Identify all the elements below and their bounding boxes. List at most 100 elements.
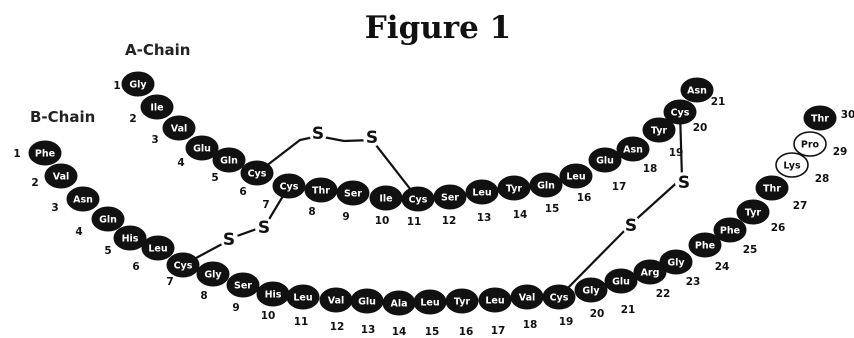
residue-name: Gly [667, 258, 685, 269]
residue-name: Phe [35, 149, 55, 160]
residue-name: Val [519, 293, 536, 304]
residue-bead [542, 284, 576, 310]
residue-number: 17 [491, 325, 506, 337]
residue-name: Val [328, 296, 345, 307]
residue-name: Gln [99, 215, 117, 226]
residue-bead [196, 261, 230, 287]
residue-name: Ser [441, 193, 459, 204]
residue-name: Ser [344, 189, 362, 200]
residue-number: 19 [669, 147, 684, 159]
residue-bead [162, 115, 196, 141]
residue-name: Arg [641, 268, 660, 279]
residue-bead [445, 288, 479, 314]
residue-name: Phe [720, 226, 740, 237]
residue-name: Val [53, 172, 70, 183]
residue-number: 16 [459, 326, 474, 338]
residue-name: Cys [671, 108, 690, 119]
residue-name: His [122, 234, 139, 245]
residue-name: Gly [582, 286, 600, 297]
residue-name: Leu [566, 172, 585, 183]
residue-name: Thr [811, 114, 829, 125]
residue-number: 11 [407, 216, 422, 228]
b-chain-label: B-Chain [30, 108, 95, 126]
b-residue-9: Ser 9 [226, 272, 260, 314]
residue-number: 12 [442, 215, 457, 227]
bond-line [182, 185, 290, 266]
residue-name: Asn [73, 195, 93, 206]
residue-number: 14 [392, 326, 407, 338]
residue-bead [604, 268, 638, 294]
a-residue-8: Thr 8 [304, 177, 338, 218]
a-residue-12: Ser 12 [433, 184, 467, 227]
residue-name: Asn [687, 86, 707, 97]
residue-number: 15 [545, 203, 560, 215]
residue-number: 2 [31, 177, 38, 189]
residue-name: Ser [234, 281, 252, 292]
residue-number: 29 [833, 146, 848, 158]
residue-bead [44, 163, 78, 189]
a-chain-label: A-Chain [125, 41, 190, 59]
residue-bead [66, 186, 100, 212]
residue-name: Glu [193, 144, 211, 155]
residue-number: 4 [177, 157, 184, 169]
residue-number: 17 [612, 181, 627, 193]
residue-name: Cys [248, 169, 267, 180]
residue-bead [775, 152, 809, 178]
residue-name: Tyr [454, 297, 471, 308]
residue-bead [212, 147, 246, 173]
residue-bead [113, 225, 147, 251]
residue-number: 21 [711, 96, 726, 108]
sulfur-atom: S [258, 218, 270, 238]
residue-name: Tyr [506, 184, 523, 195]
residue-number: 18 [523, 319, 538, 331]
residue-name: Leu [472, 188, 491, 199]
residue-number: 25 [743, 244, 758, 256]
sulfur-backdrop [675, 172, 693, 192]
residue-bead [793, 131, 827, 157]
b-residue-17: Leu 17 [478, 287, 512, 337]
residue-number: 30 [841, 109, 854, 121]
sulfur-atom: S [312, 124, 324, 144]
a-residue-14: Tyr 14 [497, 175, 531, 221]
residue-name: Ile [150, 103, 163, 114]
residue-number: 24 [715, 261, 730, 273]
residue-number: 14 [513, 209, 528, 221]
a-residue-4: Glu 4 [177, 135, 219, 169]
residue-name: Thr [312, 186, 330, 197]
b-residue-30: Thr 30 [803, 105, 854, 131]
figure-title: Figure 1 [365, 10, 511, 46]
residue-bead [140, 94, 174, 120]
residue-bead [755, 175, 789, 201]
residue-name: Gly [204, 270, 222, 281]
residue-number: 8 [308, 206, 315, 218]
residue-name: Leu [485, 296, 504, 307]
residue-number: 9 [232, 302, 239, 314]
residue-number: 7 [262, 199, 269, 211]
residue-bead [28, 140, 62, 166]
